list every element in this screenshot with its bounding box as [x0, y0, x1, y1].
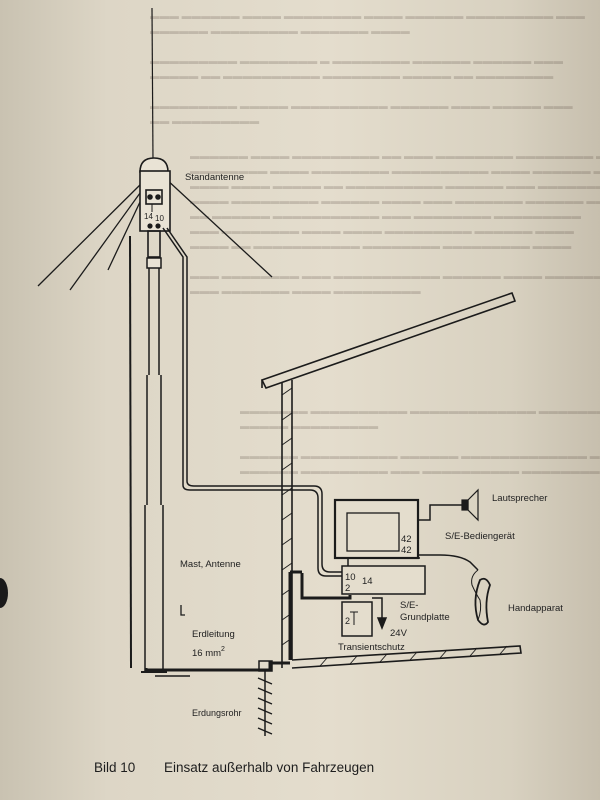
binder-hole — [0, 578, 8, 608]
handset-icon — [471, 569, 491, 626]
label-grund-num-2: 2 — [345, 583, 350, 594]
speaker-icon — [461, 488, 479, 522]
caption-number: Bild 10 — [94, 760, 136, 775]
label-erdleitung-1: Erdleitung — [192, 629, 235, 640]
bediengeraet-unit — [333, 498, 420, 560]
transientschutz-unit — [341, 601, 373, 637]
cables — [144, 227, 479, 672]
label-antenna-num-left: 14 — [144, 212, 153, 221]
caption-title: Einsatz außerhalb von Fahrzeugen — [164, 760, 375, 775]
label-standantenne: Standantenne — [185, 172, 244, 183]
label-grundplatte-1: S/E- — [400, 600, 418, 611]
label-bediengeraet: S/E-Bediengerät — [445, 531, 515, 542]
diagram-labels: Standantenne 14 10 Mast, Antenne Erdleit… — [144, 172, 563, 718]
label-bedien-num-2: 42 — [401, 545, 412, 556]
label-erdungsrohr: Erdungsrohr — [192, 708, 242, 718]
label-grundplatte-2: Grundplatte — [400, 612, 450, 623]
ground-antenna — [37, 7, 273, 291]
label-transient-num: 2 — [345, 616, 350, 626]
label-lautsprecher: Lautsprecher — [492, 493, 547, 504]
grundplatte-unit — [341, 565, 426, 595]
show-through-text: ▬▬▬▬▬▬▬ ▬▬▬▬▬▬▬▬▬▬ ▬▬▬▬▬▬▬▬▬▬▬▬▬ ▬▬▬▬▬▬▬… — [240, 407, 600, 477]
figure-caption: Bild 10 Einsatz außerhalb von Fahrzeugen — [94, 760, 374, 775]
antenna-mast — [129, 235, 190, 677]
label-antenna-num-right: 10 — [155, 214, 164, 223]
label-mast: Mast, Antenne — [180, 559, 241, 570]
label-grund-num-10: 10 — [345, 572, 356, 583]
earth-rod — [257, 660, 273, 736]
show-through-text: ▬▬▬ ▬▬▬▬▬▬ ▬▬▬▬ ▬▬▬▬▬▬▬▬ ▬▬▬▬ ▬▬▬▬▬▬ ▬▬▬… — [150, 12, 586, 127]
label-voltage: 24V — [390, 628, 408, 639]
label-handapparat: Handapparat — [508, 603, 563, 614]
label-transientschutz: Transientschutz — [338, 642, 405, 653]
label-erdleitung-2: 16 mm2 — [192, 646, 225, 659]
label-bedien-num-1: 42 — [401, 534, 412, 545]
show-through-text: ▬▬▬▬▬▬ ▬▬▬▬ ▬▬▬▬▬▬▬▬▬ ▬▬ ▬▬▬ ▬▬▬▬▬▬▬▬ ▬▬… — [190, 152, 600, 297]
building — [260, 291, 522, 669]
label-grund-num-14: 14 — [362, 576, 373, 587]
